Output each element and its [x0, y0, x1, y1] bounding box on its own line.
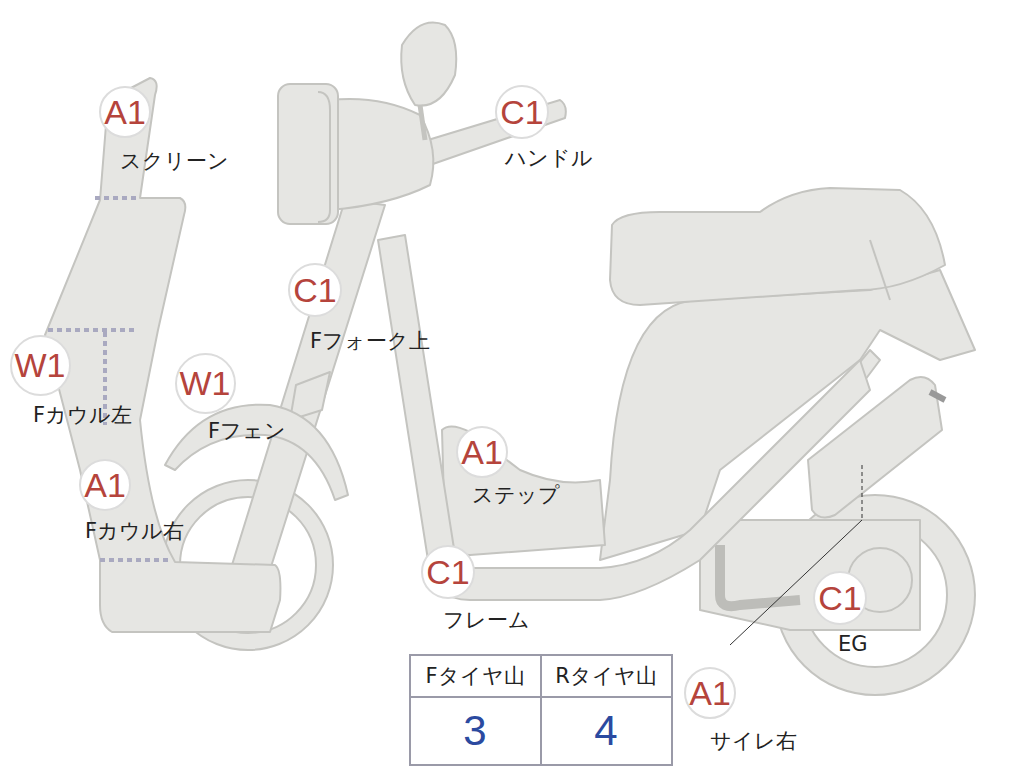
mirror-stem	[420, 105, 425, 140]
damage-code: C1	[293, 273, 336, 307]
callout-circle: A1	[99, 86, 151, 138]
table-header: Rタイヤ山	[555, 666, 657, 687]
muffler-tip	[930, 392, 945, 400]
callout-circle: C1	[288, 263, 342, 317]
callout-circle: A1	[456, 426, 508, 478]
damage-code: A1	[461, 435, 503, 469]
callout-circle: A1	[684, 667, 736, 719]
damage-code: C1	[818, 581, 861, 615]
cowl-division	[48, 328, 138, 332]
cowl-division	[95, 196, 140, 200]
callout-circle: W1	[10, 335, 71, 396]
part-name: EG	[838, 633, 868, 656]
callout-circle: A1	[79, 459, 131, 511]
part-name: スクリーン	[120, 150, 229, 173]
callout-circle: C1	[495, 85, 549, 139]
leader-line	[730, 520, 862, 645]
front-fork	[232, 200, 385, 570]
part-name: Fフェン	[208, 420, 286, 443]
part-name: Fカウル右	[85, 520, 184, 543]
step-floor	[442, 426, 605, 555]
part-name: ステップ	[472, 484, 560, 507]
damage-code: W1	[15, 348, 66, 382]
tire-tread-value: 3	[463, 710, 486, 752]
headlight	[278, 84, 338, 224]
callout-circle: C1	[813, 571, 867, 625]
front-cowl	[45, 78, 280, 632]
damage-code: W1	[180, 366, 231, 400]
cowl-division	[100, 558, 170, 562]
front-fender	[165, 405, 348, 500]
part-name: サイレ右	[710, 730, 797, 753]
damage-code: C1	[426, 555, 469, 589]
frame-tube	[378, 235, 870, 600]
tire-tread-value: 4	[594, 710, 617, 752]
table-rule	[540, 655, 542, 765]
damage-code: A1	[104, 95, 146, 129]
rear-body	[600, 270, 975, 560]
part-name: Fカウル左	[33, 404, 132, 427]
damage-code: A1	[84, 468, 126, 502]
engine-unit	[700, 520, 920, 630]
tire-table	[410, 655, 672, 765]
callout-circle: C1	[421, 545, 475, 599]
seat-line	[870, 240, 890, 300]
leader-line	[862, 465, 863, 520]
handle-cover	[330, 99, 433, 210]
callout-circle: W1	[175, 353, 236, 414]
table-header: Fタイヤ山	[425, 666, 524, 687]
part-name: フレーム	[443, 609, 530, 632]
part-name: ハンドル	[505, 147, 593, 170]
part-name: Fフォーク上	[310, 330, 430, 353]
damage-code: C1	[500, 95, 543, 129]
damage-code: A1	[689, 676, 731, 710]
headlight-rim	[318, 92, 330, 222]
exhaust-pipe	[720, 545, 800, 606]
mirror	[401, 23, 456, 106]
seat	[610, 188, 945, 305]
